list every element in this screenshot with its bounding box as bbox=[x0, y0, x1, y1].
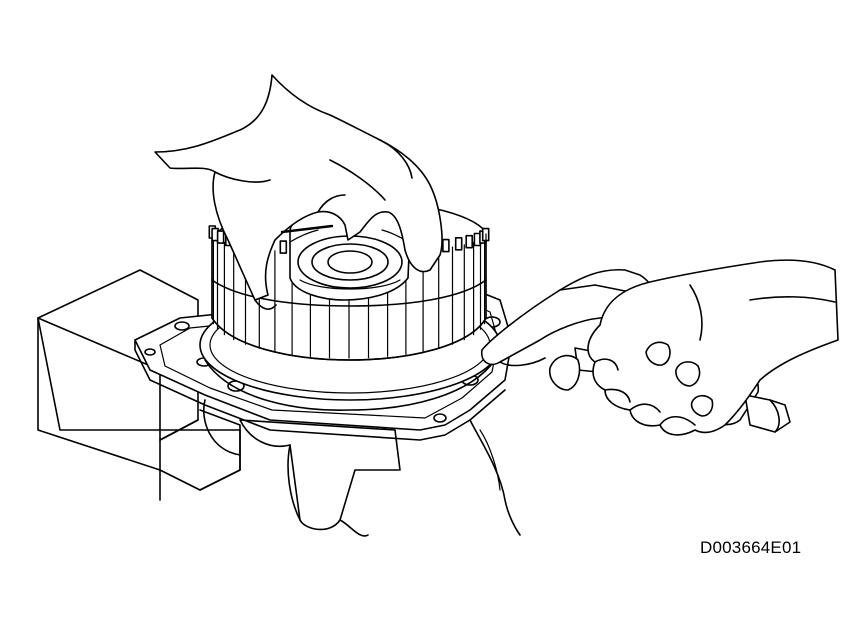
hand-right bbox=[550, 260, 838, 435]
hand-top bbox=[155, 75, 442, 309]
spline-tooth bbox=[443, 240, 449, 252]
spline-tooth bbox=[280, 241, 286, 253]
figure-id-label: D003664E01 bbox=[700, 538, 802, 557]
pump-support bbox=[204, 400, 520, 536]
spline-tooth bbox=[218, 231, 224, 243]
spline-tooth bbox=[466, 236, 472, 248]
spline-tooth bbox=[456, 238, 462, 250]
